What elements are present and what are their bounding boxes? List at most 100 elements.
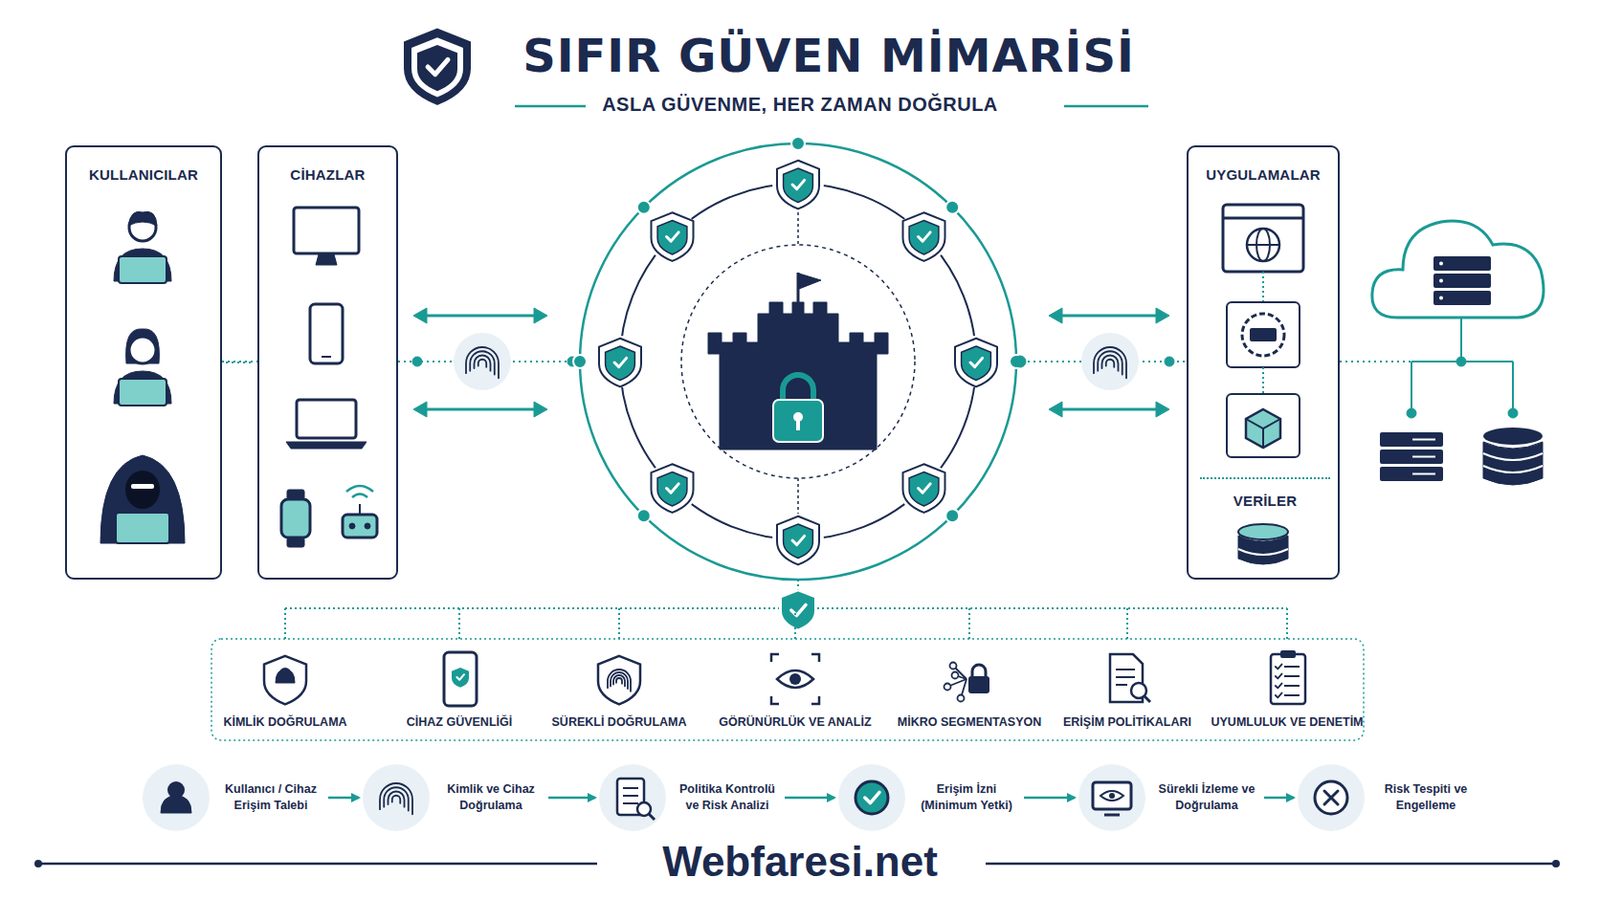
network-node: [950, 663, 957, 670]
check-mark: [1275, 665, 1283, 670]
shield-inner: [657, 221, 688, 255]
ring-dot: [637, 200, 651, 215]
ring-dot: [637, 509, 651, 523]
router-led: [349, 523, 356, 530]
user-body: [160, 796, 192, 814]
db-body: [1238, 535, 1289, 565]
feature-label: KİMLİK DOĞRULAMA: [222, 715, 347, 730]
lock-shackle: [972, 665, 986, 678]
shield-inner: [783, 524, 814, 558]
group-box: KULLANICILAR: [65, 145, 223, 580]
watch-strap: [287, 537, 305, 548]
server-slot: [1412, 439, 1436, 442]
arrow-head: [1048, 401, 1063, 418]
castle: [708, 302, 889, 450]
feature-label: MİKRO SEGMENTASYON: [897, 715, 1042, 730]
branch-line: [1410, 361, 1413, 410]
keyhole: [796, 419, 800, 431]
flow-arrow: [1264, 797, 1294, 800]
step-label: Erişim İzni (Minimum Yetki): [912, 781, 1021, 815]
checklist-line: [1284, 694, 1300, 697]
box-heading: UYGULAMALAR: [1188, 147, 1338, 183]
footer-rule: [985, 863, 1556, 867]
tree-line: [1286, 608, 1289, 640]
dotted-connector: [225, 361, 254, 364]
fingerprint-ridge: [1097, 351, 1123, 375]
feature-label: ERİŞİM POLİTİKALARI: [1063, 715, 1192, 730]
box-heading: KULLANICILAR: [66, 147, 221, 183]
server-unit: [1433, 273, 1491, 289]
feature-item: UYUMLULUK VE DENETİM: [1205, 660, 1369, 730]
ring-dot: [791, 136, 805, 151]
feature-label: CİHAZ GÜVENLİĞİ: [406, 715, 512, 730]
arrow-head: [533, 401, 548, 418]
lock-shackle: [782, 375, 814, 402]
fingerprint-ridge: [478, 359, 488, 368]
document-line: [1115, 684, 1128, 687]
eye-icon: [777, 670, 814, 689]
ring-dot: [945, 200, 959, 215]
shield-backdrop: [772, 513, 824, 566]
shield-backdrop: [646, 462, 699, 514]
arrow-head: [1155, 401, 1170, 418]
router-led: [364, 523, 371, 530]
cloud-outline: [1372, 221, 1544, 318]
fingerprint-ridge: [613, 675, 625, 687]
feature-label: UYUMLULUK VE DENETİM: [1210, 715, 1363, 730]
router-antenna: [358, 504, 361, 515]
dotted-link: [1262, 367, 1265, 395]
document-line: [1115, 668, 1135, 671]
check-mark: [792, 535, 805, 545]
check-mark: [1275, 684, 1283, 689]
user-body: [275, 669, 295, 684]
feature-item: GÖRÜNÜRLÜK VE ANALİZ: [713, 660, 877, 730]
db-top: [1238, 524, 1289, 540]
check-mark: [666, 484, 680, 493]
db-ring: [1483, 453, 1543, 473]
check-mark: [427, 59, 448, 74]
laptop: [118, 378, 167, 406]
checklist-line: [1284, 675, 1300, 678]
outer-ring: [579, 143, 1017, 580]
flow-arrow: [784, 797, 835, 800]
fingerprint-disc: [453, 333, 512, 391]
module-box: [1226, 394, 1300, 458]
network-node: [957, 695, 965, 703]
server-unit: [1379, 466, 1444, 482]
clipboard-clip: [1280, 650, 1296, 659]
network-node: [944, 684, 952, 691]
tree-line: [794, 608, 797, 640]
branch-line: [1511, 361, 1514, 410]
shield-inner: [909, 472, 939, 507]
feature-shield: [264, 656, 307, 706]
monitor-stand: [315, 254, 337, 266]
magnifier: [637, 802, 651, 817]
phone-icon: [444, 652, 477, 707]
shield-backdrop: [646, 210, 699, 263]
shield-outer: [903, 464, 946, 513]
process-step: Kullanıcı / Cihaz Erişim Talebi: [142, 764, 325, 832]
feature-item: KİMLİK DOĞRULAMA: [203, 660, 367, 730]
globe-equator: [1246, 244, 1280, 246]
watch-icon: [281, 499, 311, 538]
step-label: Kimlik ve Cihaz Doğrulama: [437, 781, 545, 815]
arrow-head: [1048, 308, 1063, 324]
browser-icon: [1222, 204, 1304, 272]
diagram-title: SIFIR GÜVEN MİMARİSİ: [445, 28, 1212, 83]
subtitle-rule: [514, 105, 586, 109]
fingerprint-ridge: [379, 783, 413, 815]
dotted-link: [1262, 271, 1265, 303]
shield-backdrop: [594, 335, 646, 388]
step-label: Sürekli İzleme ve Doğrulama: [1153, 781, 1261, 815]
db-body: [1483, 442, 1543, 486]
hub-shield: [780, 590, 816, 630]
check-mark: [614, 357, 627, 367]
double-arrow: [1058, 408, 1160, 412]
laptop-icon: [296, 400, 356, 439]
check-mark: [918, 484, 932, 493]
eye-band: [131, 484, 155, 489]
phone-shield: [451, 667, 469, 689]
tree-line: [458, 608, 461, 640]
flow-arrow: [1023, 797, 1075, 800]
fingerprint-ridge: [388, 792, 405, 808]
